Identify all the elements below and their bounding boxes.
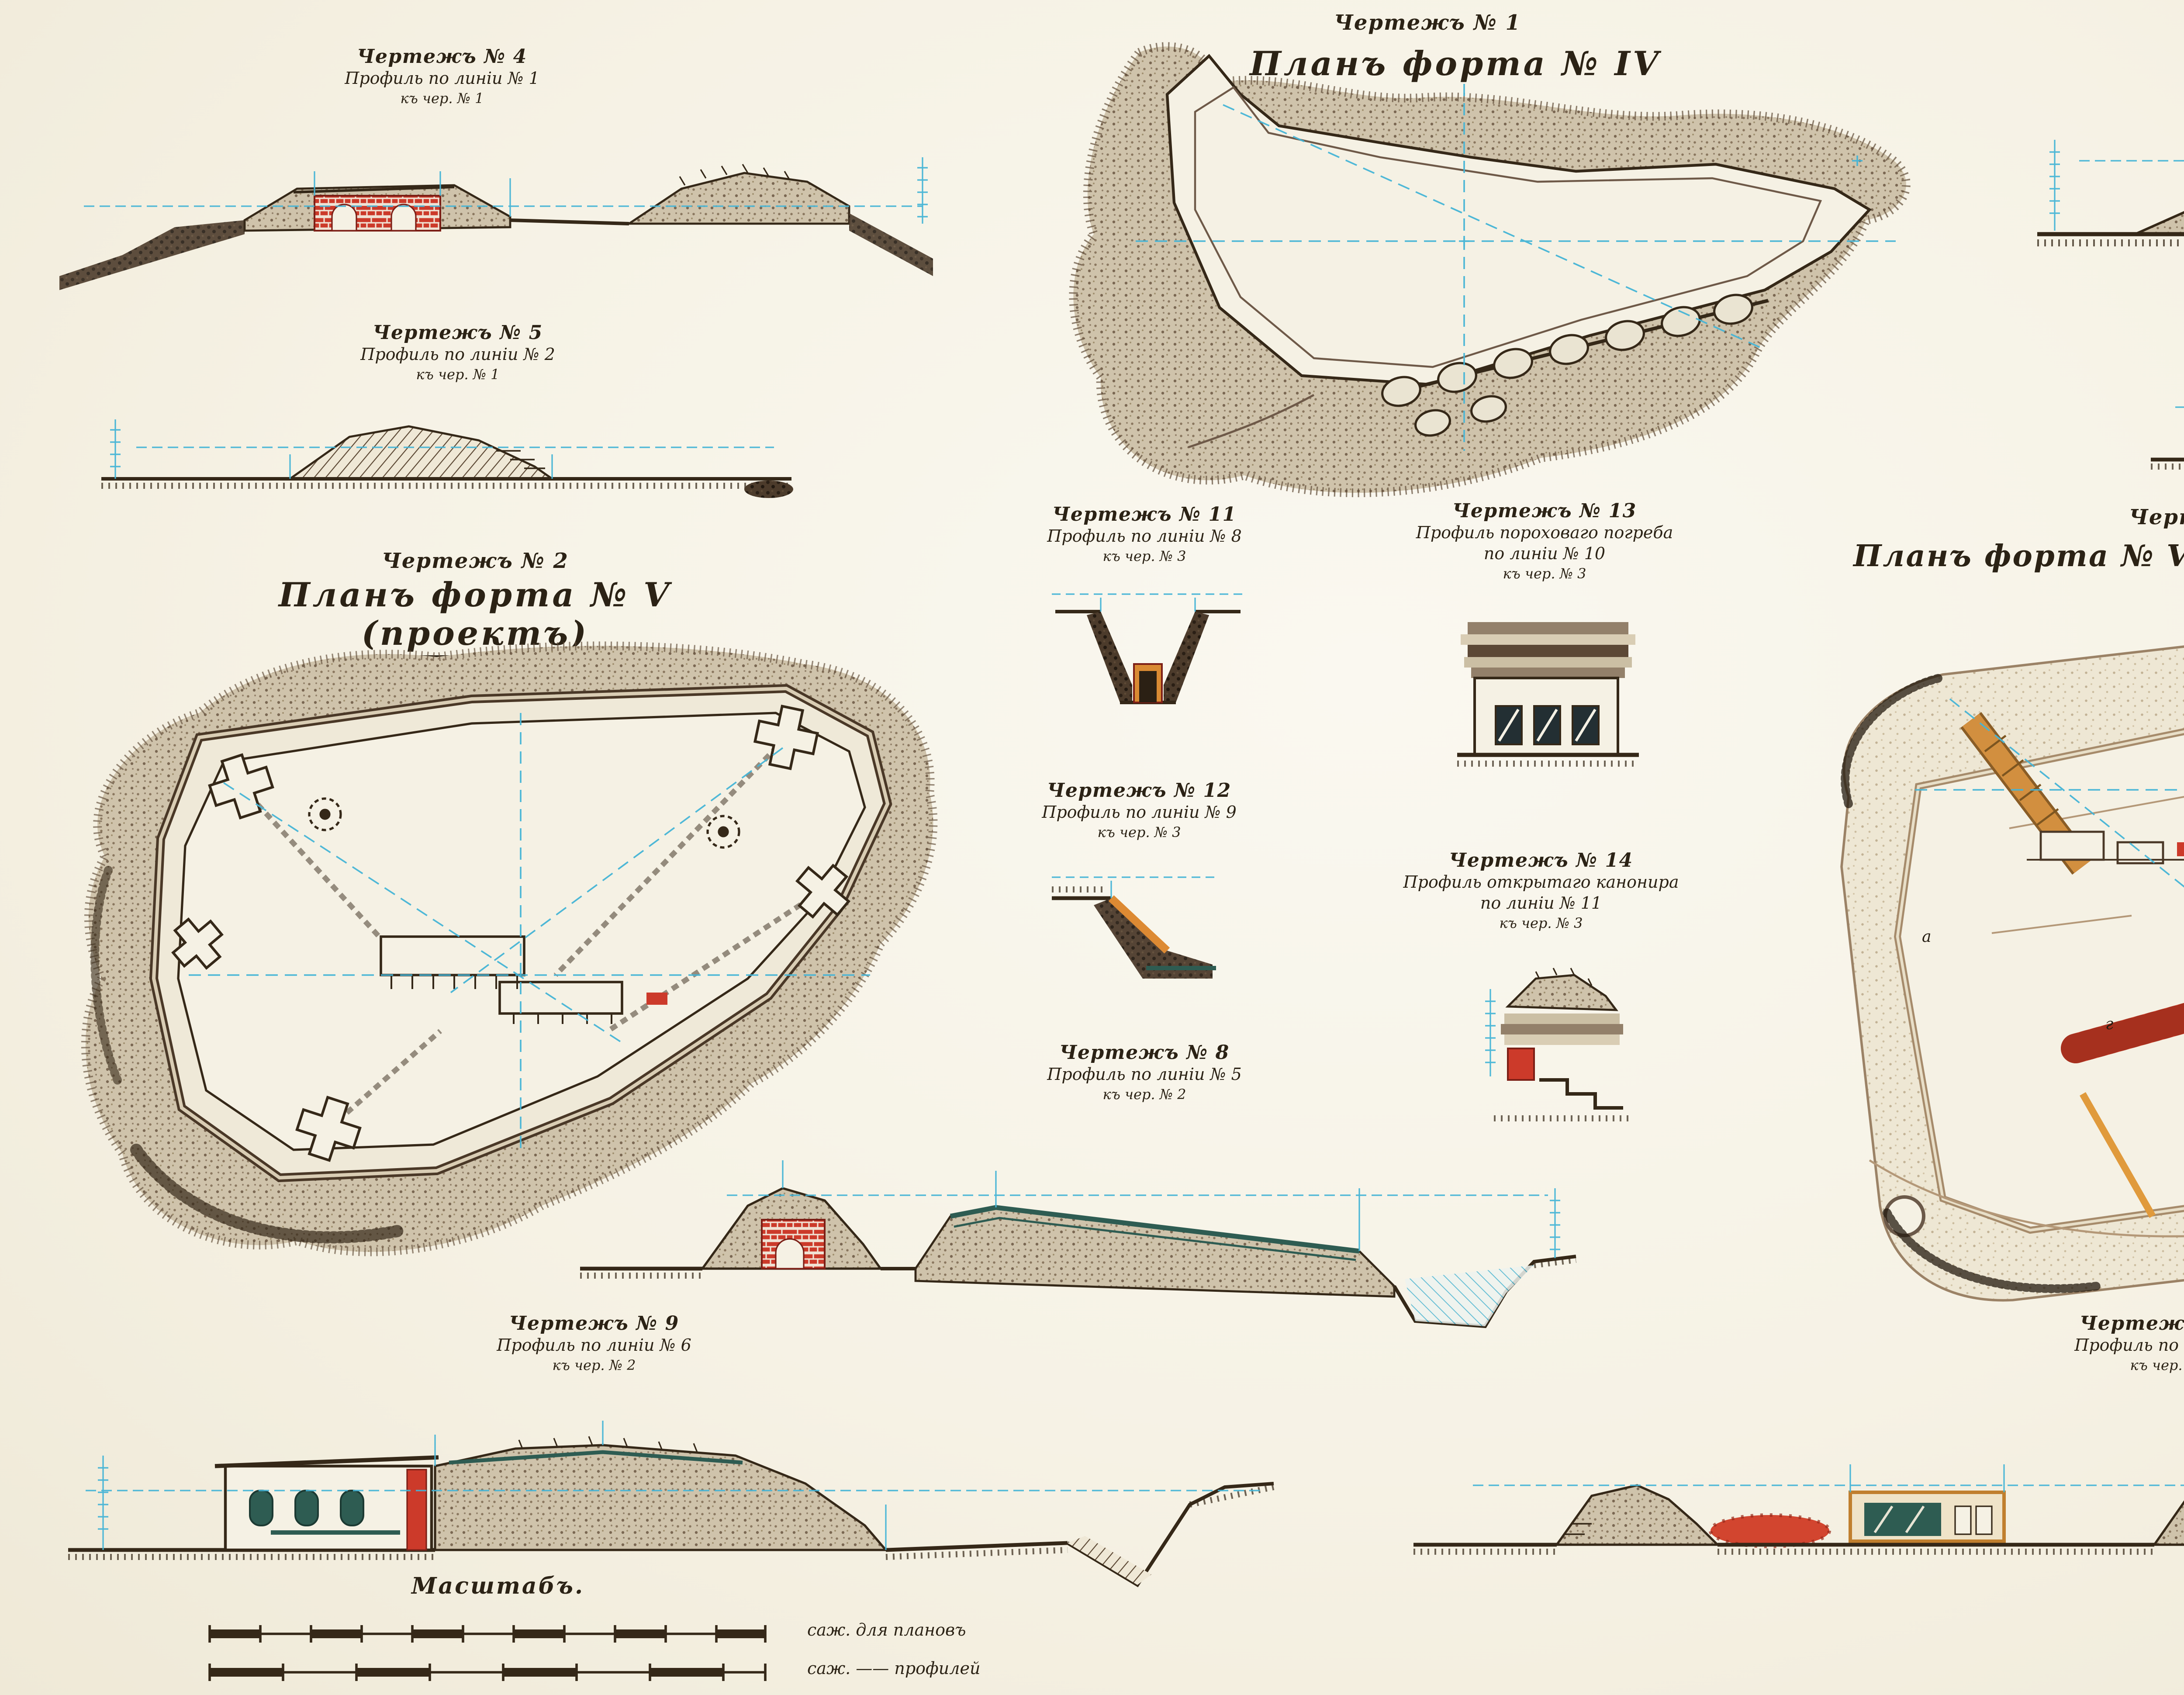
fort5-state-plan-drawing: а б в г д — [1840, 645, 2184, 1302]
figure9-ref: къ чер. № 2 — [552, 1357, 636, 1373]
plan3-label-g: г — [2105, 1015, 2113, 1033]
figure8-ref: къ чер. № 2 — [1102, 1086, 1186, 1102]
scale-bars-drawing — [208, 1625, 767, 1681]
figure9-caption: Чертежъ № 9 Профиль по линіи № 6 къ чер.… — [419, 1312, 769, 1375]
scale-profiles-label: саж. —— профилей — [807, 1660, 981, 1679]
figure9-title: Чертежъ № 9 — [509, 1312, 679, 1335]
figure12-line: Профиль по линіи № 9 — [1042, 803, 1237, 823]
profile6-drawing — [2037, 140, 2184, 246]
figure13-title: Чертежъ № 13 — [1452, 500, 1637, 522]
figure12-ref: къ чер. № 3 — [1097, 824, 1181, 840]
figure1-subtitle: Планъ форта № IV — [1250, 45, 1661, 84]
figure4-ref: къ чер. № 1 — [400, 90, 484, 106]
figure11-ref: къ чер. № 3 — [1102, 548, 1186, 564]
figure14-line1: Профиль открытаго канонира — [1403, 873, 1679, 892]
figure3-subtitle-block: Планъ форта № V (состояніе къ 17 Іюля) — [1831, 536, 2184, 575]
figure2-caption: Чертежъ № 2 Планъ форта № V (проектъ) — [213, 549, 737, 657]
figure14-line2: по линіи № 11 — [1480, 894, 1602, 913]
figure13-caption: Чертежъ № 13 Профиль пороховаго погреба … — [1370, 500, 1719, 583]
scale-title: Масштабъ. — [411, 1574, 585, 1601]
figure4-line: Профиль по линіи № 1 — [345, 69, 539, 89]
figure10-line: Профиль по линіи № 7 — [2074, 1336, 2184, 1356]
figure13-line1: Профиль пороховаго погреба — [1416, 524, 1673, 543]
figure8-title: Чертежъ № 8 — [1059, 1041, 1230, 1064]
figure4-title: Чертежъ № 4 — [357, 45, 527, 68]
figure12-title: Чертежъ № 12 — [1047, 779, 1231, 802]
figure5-ref: къ чер. № 1 — [416, 366, 500, 382]
profile13-drawing — [1457, 622, 1639, 767]
figure10-title: Чертежъ № 10 — [2080, 1312, 2184, 1335]
figure3-title: Чертежъ № 3 — [2129, 505, 2184, 529]
figure14-ref: къ чер. № 3 — [1499, 915, 1583, 931]
figure14-title: Чертежъ № 14 — [1449, 849, 1633, 872]
profile9-drawing — [68, 1421, 1275, 1588]
figure9-line: Профиль по линіи № 6 — [497, 1336, 691, 1356]
fort5-red-structure — [646, 993, 667, 1005]
figure1-title: Чертежъ № 1 — [1334, 10, 1521, 35]
profile4-drawing — [59, 157, 933, 290]
figure2-title: Чертежъ № 2 — [382, 549, 569, 573]
scale-plans-label: саж. для плановъ — [807, 1622, 966, 1641]
figure12-caption: Чертежъ № 12 Профиль по линіи № 9 къ чер… — [964, 779, 1314, 842]
figure11-line: Профиль по линіи № 8 — [1047, 527, 1242, 547]
figure1-caption: Чертежъ № 1 — [1288, 10, 1567, 35]
figure11-caption: Чертежъ № 11 Профиль по линіи № 8 къ чер… — [970, 503, 1319, 566]
plan3-label-a: а — [1922, 928, 1931, 946]
profile10-drawing — [1413, 1464, 2184, 1555]
figure10-ref: къ чер. № 3 — [2130, 1357, 2184, 1373]
figure3-subtitle: Планъ форта № V (состояніе къ 17 Іюля) — [1853, 540, 2184, 575]
figure13-line2: по линіи № 10 — [1483, 544, 1606, 564]
profile12-drawing — [1052, 876, 1216, 979]
figure5-caption: Чертежъ № 5 Профиль по линіи № 2 къ чер.… — [283, 322, 632, 384]
figure2-subtitle-main: Планъ форта № V — [278, 577, 672, 615]
profile5-drawing — [101, 419, 793, 498]
profile14-drawing — [1485, 968, 1630, 1121]
figure1-subtitle-block: Планъ форта № IV — [1167, 42, 1744, 84]
fort5-project-plan-drawing — [81, 641, 938, 1256]
profile8-drawing — [580, 1160, 1576, 1328]
figure8-caption: Чертежъ № 8 Профиль по линіи № 5 къ чер.… — [970, 1041, 1319, 1104]
fort4-plan-drawing — [1069, 42, 1911, 498]
figure11-title: Чертежъ № 11 — [1052, 503, 1237, 526]
figure10-caption: Чертежъ № 10 Профиль по линіи № 7 къ чер… — [1997, 1312, 2184, 1375]
figure14-caption: Чертежъ № 14 Профиль открытаго канонира … — [1366, 849, 1716, 932]
figure5-title: Чертежъ № 5 — [373, 322, 543, 344]
figure3-caption: Чертежъ № 3 — [2048, 505, 2184, 529]
figure13-ref: къ чер. № 3 — [1503, 565, 1586, 581]
profile7-drawing — [2151, 406, 2184, 470]
figure8-line: Профиль по линіи № 5 — [1047, 1065, 1242, 1085]
profile11-drawing — [1052, 593, 1244, 704]
figure5-line: Профиль по линіи № 2 — [360, 346, 555, 365]
figure4-caption: Чертежъ № 4 Профиль по линіи № 1 къ чер.… — [267, 45, 617, 108]
